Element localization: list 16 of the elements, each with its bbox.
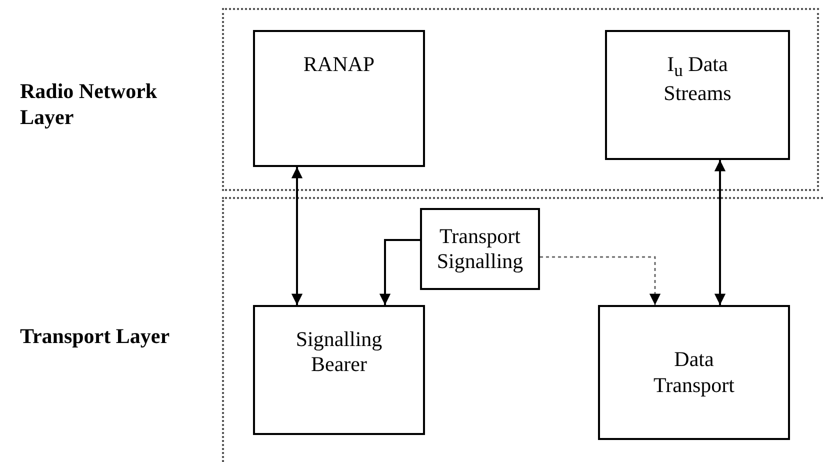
process-box (598, 305, 790, 440)
box-label: Transport Signalling (436, 224, 524, 274)
process-box (253, 305, 425, 435)
arrow (291, 167, 303, 305)
arrow (714, 160, 726, 305)
box-label: Signalling Bearer (294, 327, 384, 378)
process-box (605, 30, 790, 160)
box-label: Data Transport (652, 347, 736, 398)
arrow (379, 239, 420, 305)
process-box (420, 208, 540, 290)
layer-label: Transport Layer (20, 323, 171, 350)
process-box (253, 30, 425, 167)
box-label: RANAP (303, 52, 375, 78)
arrow (540, 256, 661, 305)
box-label: I$_{u}$ Data Streams (662, 52, 732, 106)
layer-label: Radio Network Layer (20, 78, 158, 130)
